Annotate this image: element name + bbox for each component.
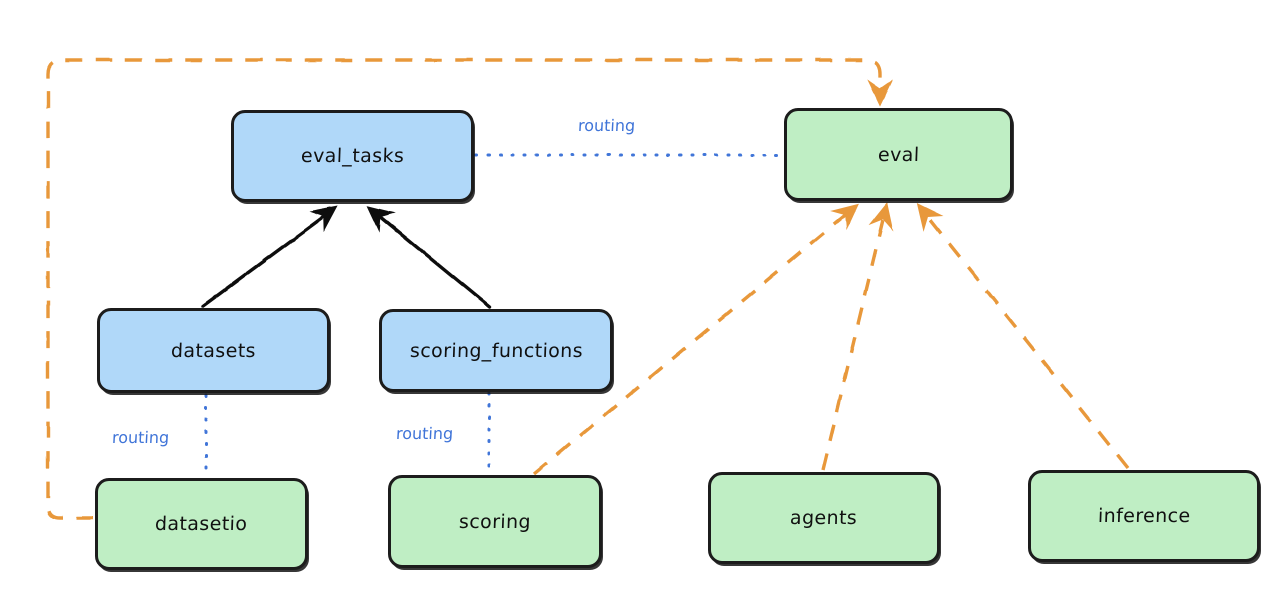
- node-scoring-functions-label: scoring_functions: [409, 339, 583, 362]
- node-datasetio[interactable]: datasetio: [95, 478, 308, 570]
- node-inference-label: inference: [1097, 505, 1191, 527]
- edge-datasets-to-eval-tasks: [201, 205, 339, 308]
- edge-label-routing-datasets-datasetio: routing: [111, 428, 170, 447]
- edge-label-routing-eval-tasks-eval: routing: [577, 116, 636, 135]
- edge-inference-to-eval: [916, 203, 1130, 470]
- edge-scoring-to-eval: [532, 203, 859, 476]
- node-datasets[interactable]: datasets: [97, 308, 330, 393]
- edge-label-routing-scoring-functions-scoring: routing: [395, 424, 454, 443]
- node-scoring-functions[interactable]: scoring_functions: [379, 309, 613, 392]
- node-datasets-label: datasets: [170, 339, 257, 362]
- node-eval-label: eval: [877, 143, 920, 166]
- node-eval-tasks[interactable]: eval_tasks: [231, 110, 474, 202]
- edge-datasetio-to-eval: [46, 58, 893, 520]
- node-datasetio-label: datasetio: [154, 513, 249, 535]
- node-eval-tasks-label: eval_tasks: [300, 145, 405, 167]
- node-scoring-label: scoring: [458, 510, 532, 533]
- edge-scoring-functions-to-eval-tasks: [367, 205, 492, 309]
- node-eval[interactable]: eval: [784, 108, 1013, 201]
- node-scoring[interactable]: scoring: [388, 475, 602, 568]
- edge-agents-to-eval: [821, 202, 894, 471]
- node-agents-label: agents: [790, 507, 858, 529]
- node-inference[interactable]: inference: [1028, 470, 1260, 562]
- node-agents[interactable]: agents: [708, 472, 940, 564]
